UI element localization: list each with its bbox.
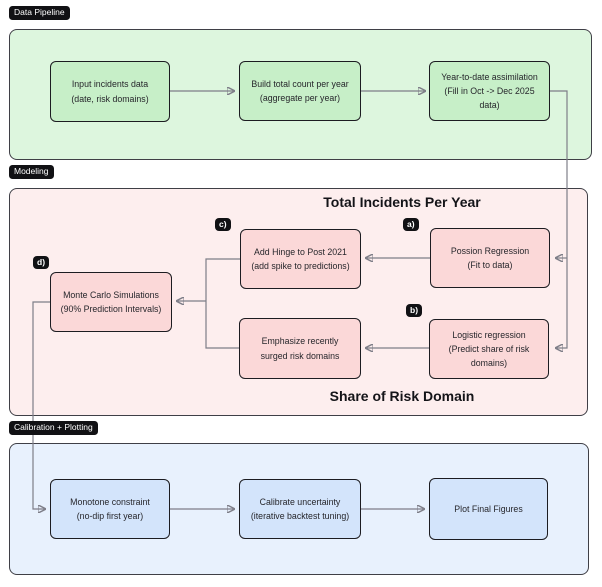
badge-a: a) bbox=[403, 218, 419, 231]
node-plot-final-figures: Plot Final Figures bbox=[429, 478, 548, 540]
section-label-data-pipeline: Data Pipeline bbox=[9, 6, 70, 20]
badge-b: b) bbox=[406, 304, 423, 317]
node-monotone-constraint: Monotone constraint (no-dip first year) bbox=[50, 479, 170, 539]
section-label-modeling: Modeling bbox=[9, 165, 54, 179]
node-calibrate-uncertainty: Calibrate uncertainty (iterative backtes… bbox=[239, 479, 361, 539]
node-input-incidents-data: Input incidents data (date, risk domains… bbox=[50, 61, 170, 122]
heading-total-incidents-per-year: Total Incidents Per Year bbox=[323, 194, 481, 210]
node-emphasize-surged-domains: Emphasize recently surged risk domains bbox=[239, 318, 361, 379]
node-build-total-count: Build total count per year (aggregate pe… bbox=[239, 61, 361, 121]
badge-c: c) bbox=[215, 218, 231, 231]
section-label-calibration-plotting: Calibration + Plotting bbox=[9, 421, 98, 435]
node-monte-carlo-simulations: Monte Carlo Simulations (90% Prediction … bbox=[50, 272, 172, 332]
node-year-to-date-assimilation: Year-to-date assimilation (Fill in Oct -… bbox=[429, 61, 550, 121]
node-logistic-regression: Logistic regression (Predict share of ri… bbox=[429, 319, 549, 379]
node-add-hinge-post-2021: Add Hinge to Post 2021 (add spike to pre… bbox=[240, 229, 361, 289]
node-poisson-regression: Possion Regression (Fit to data) bbox=[430, 228, 550, 288]
badge-d: d) bbox=[33, 256, 50, 269]
heading-share-of-risk-domain: Share of Risk Domain bbox=[329, 388, 475, 404]
